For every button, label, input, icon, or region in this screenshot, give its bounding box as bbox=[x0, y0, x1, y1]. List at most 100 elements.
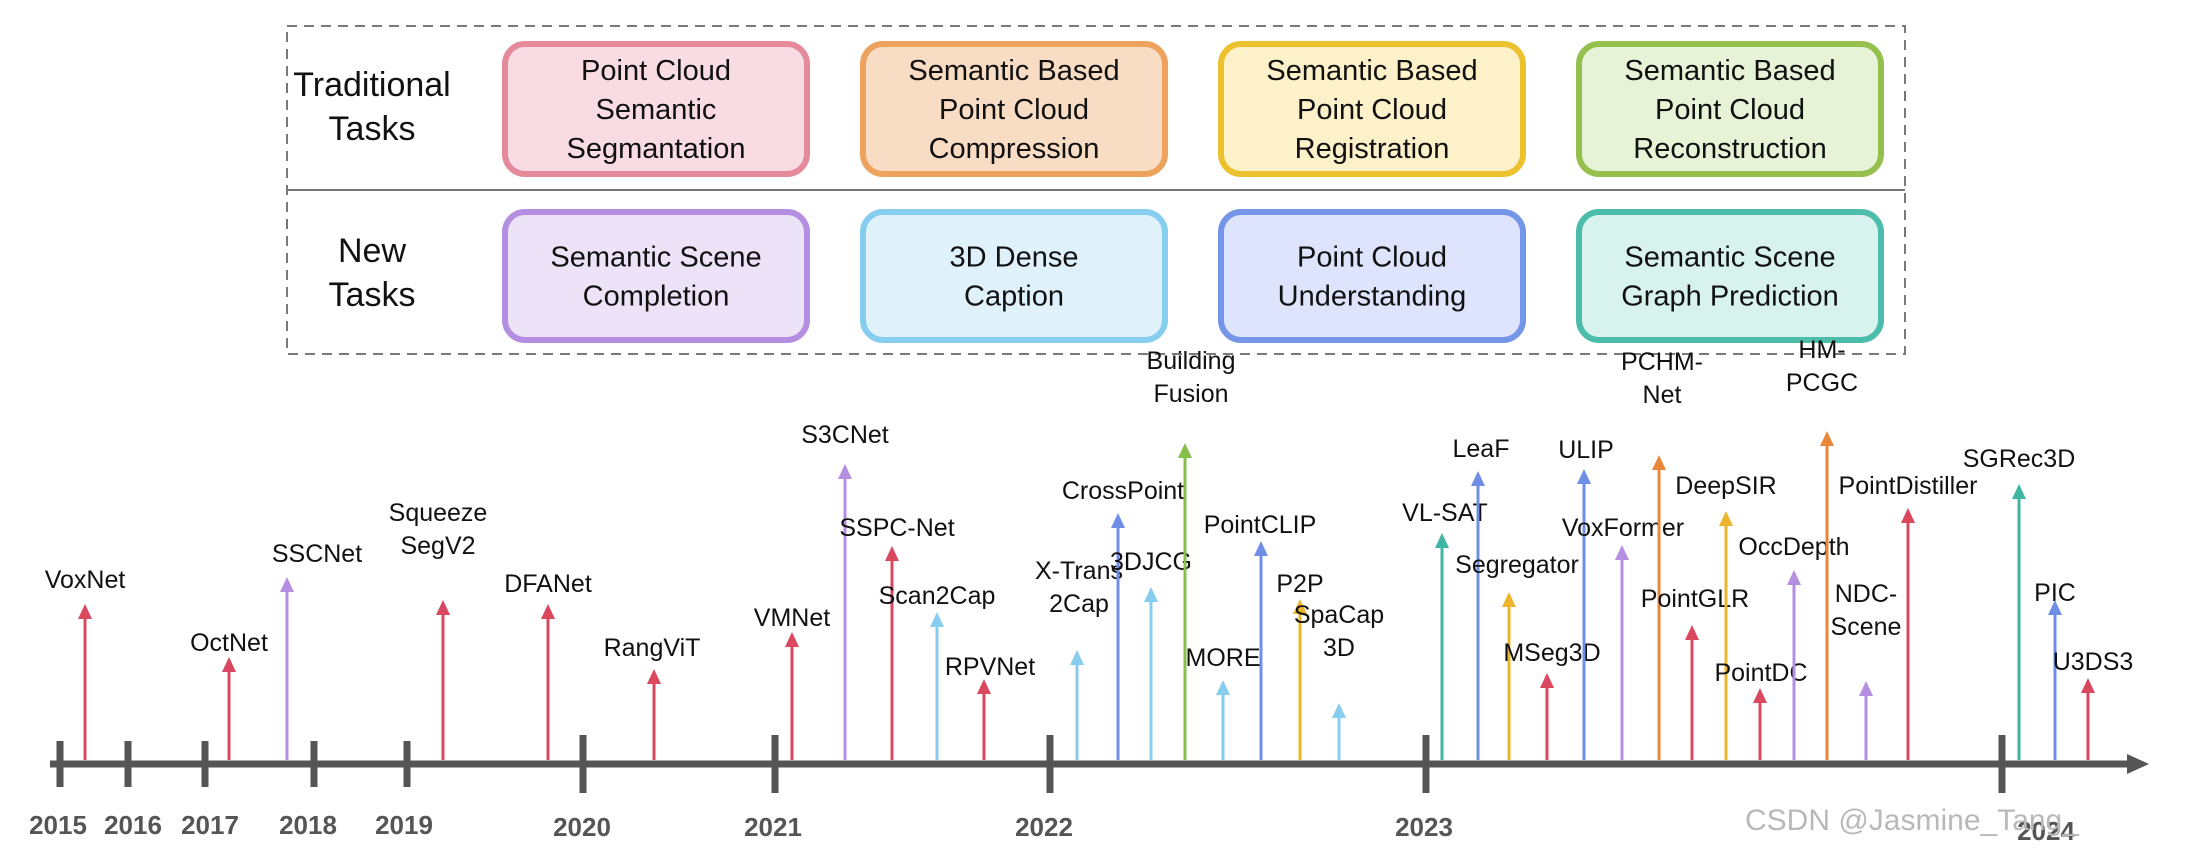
new-tasks-box-label-line: Semantic Scene bbox=[550, 242, 761, 274]
method-label-line: SegV2 bbox=[400, 532, 475, 560]
method-marker: PointCLIP bbox=[1204, 511, 1316, 760]
method-arrow-head bbox=[1685, 625, 1699, 640]
method-label: PIC bbox=[2034, 579, 2076, 607]
method-label: HM-PCGC bbox=[1786, 336, 1858, 397]
method-label-line: S3CNet bbox=[801, 421, 889, 449]
method-label-line: OccDepth bbox=[1738, 533, 1849, 561]
new-tasks-box-label-line: Caption bbox=[964, 281, 1064, 313]
year-label: 2023 bbox=[1395, 812, 1453, 842]
method-marker: VoxFormer bbox=[1562, 514, 1684, 760]
new-tasks-box-label-line: Point Cloud bbox=[1297, 242, 1447, 274]
method-label: VoxNet bbox=[45, 566, 126, 594]
new-tasks-box bbox=[502, 209, 810, 343]
traditional-tasks-box-label-line: Compression bbox=[929, 133, 1100, 165]
method-label: 3DJCG bbox=[1110, 548, 1192, 576]
method-arrow-head bbox=[1615, 545, 1629, 560]
method-marker: PCHM-Net bbox=[1621, 348, 1703, 760]
method-arrow-head bbox=[1435, 533, 1449, 548]
new-tasks-box-label-line: Semantic Scene bbox=[1624, 242, 1835, 274]
method-arrow-head bbox=[78, 604, 92, 619]
method-label: P2P bbox=[1276, 570, 1323, 598]
method-arrow-head bbox=[1652, 455, 1666, 470]
method-marker: LeaF bbox=[1453, 435, 1510, 760]
method-label-line: RPVNet bbox=[945, 653, 1035, 681]
method-label-line: OctNet bbox=[190, 629, 268, 657]
method-label: DeepSIR bbox=[1675, 472, 1776, 500]
method-marker: PIC bbox=[2034, 579, 2076, 760]
traditional-tasks-box-label-line: Reconstruction bbox=[1633, 133, 1826, 165]
traditional-tasks-box-label-line: Semantic bbox=[596, 94, 717, 126]
method-marker: ULIP bbox=[1558, 436, 1614, 760]
timeline-arrowhead bbox=[2127, 754, 2149, 774]
new-tasks-box-label-line: Graph Prediction bbox=[1621, 281, 1839, 313]
method-marker: Segregator bbox=[1455, 551, 1579, 760]
method-arrow-head bbox=[647, 669, 661, 684]
method-label: PointGLR bbox=[1641, 585, 1749, 613]
method-label-line: PCGC bbox=[1786, 369, 1858, 397]
method-arrow-head bbox=[1859, 681, 1873, 696]
method-label-line: VL-SAT bbox=[1402, 499, 1488, 527]
traditional-tasks-box-label-line: Semantic Based bbox=[1624, 55, 1835, 87]
method-arrow-head bbox=[2048, 600, 2062, 615]
traditional-tasks-box bbox=[860, 41, 1168, 177]
method-label: S3CNet bbox=[801, 421, 889, 449]
method-marker: CrossPoint bbox=[1062, 477, 1184, 760]
method-label-line: Scene bbox=[1831, 613, 1902, 641]
method-arrow-head bbox=[930, 612, 944, 627]
method-marker: VoxNet bbox=[45, 566, 126, 760]
method-arrow-head bbox=[1144, 587, 1158, 602]
method-label-line: VoxNet bbox=[45, 566, 126, 594]
method-label: Scan2Cap bbox=[879, 582, 996, 610]
method-arrow-head bbox=[977, 679, 991, 694]
method-marker: RPVNet bbox=[945, 653, 1035, 760]
method-label: NDC-Scene bbox=[1831, 580, 1902, 641]
method-label-line: SSCNet bbox=[272, 540, 362, 568]
method-arrow-head bbox=[222, 657, 236, 672]
method-label: SSPC-Net bbox=[839, 514, 954, 542]
traditional-tasks-box-label-line: Registration bbox=[1295, 133, 1450, 165]
method-label-line: LeaF bbox=[1453, 435, 1510, 463]
method-label-line: Squeeze bbox=[389, 499, 488, 527]
method-label-line: SGRec3D bbox=[1963, 445, 2076, 473]
method-arrow-head bbox=[1753, 688, 1767, 703]
method-marker: U3DS3 bbox=[2053, 648, 2134, 760]
method-label-line: P2P bbox=[1276, 570, 1323, 598]
method-marker: DeepSIR bbox=[1675, 472, 1777, 760]
method-arrow-head bbox=[1332, 703, 1346, 718]
method-marker: S3CNet bbox=[801, 421, 889, 760]
method-marker: VL-SAT bbox=[1402, 499, 1488, 760]
method-label-line: CrossPoint bbox=[1062, 477, 1184, 505]
method-label: RangViT bbox=[604, 634, 701, 662]
method-label: CrossPoint bbox=[1062, 477, 1184, 505]
year-label: 2022 bbox=[1015, 812, 1073, 842]
method-arrow-head bbox=[436, 600, 450, 615]
method-label: MORE bbox=[1186, 644, 1261, 672]
new-tasks-label-line: Tasks bbox=[329, 276, 416, 314]
method-arrow-head bbox=[1901, 508, 1915, 523]
method-arrow-head bbox=[1070, 650, 1084, 665]
traditional-tasks-box-label-line: Semantic Based bbox=[1266, 55, 1477, 87]
method-label-line: VMNet bbox=[754, 604, 830, 632]
method-arrow-head bbox=[1111, 513, 1125, 528]
traditional-tasks-box-label-line: Point Cloud bbox=[939, 94, 1089, 126]
method-marker: 3DJCG bbox=[1110, 548, 1192, 760]
method-label: VMNet bbox=[754, 604, 830, 632]
method-label: OccDepth bbox=[1738, 533, 1849, 561]
method-label: LeaF bbox=[1453, 435, 1510, 463]
method-label: U3DS3 bbox=[2053, 648, 2134, 676]
method-marker: PointDistiller bbox=[1839, 472, 1977, 760]
method-label: ULIP bbox=[1558, 436, 1614, 464]
method-label-line: Fusion bbox=[1153, 380, 1228, 408]
method-label-line: Scan2Cap bbox=[879, 582, 996, 610]
method-marker: P2P bbox=[1276, 570, 1324, 760]
method-arrow-head bbox=[1178, 443, 1192, 458]
method-label-line: U3DS3 bbox=[2053, 648, 2134, 676]
method-arrow-head bbox=[280, 577, 294, 592]
